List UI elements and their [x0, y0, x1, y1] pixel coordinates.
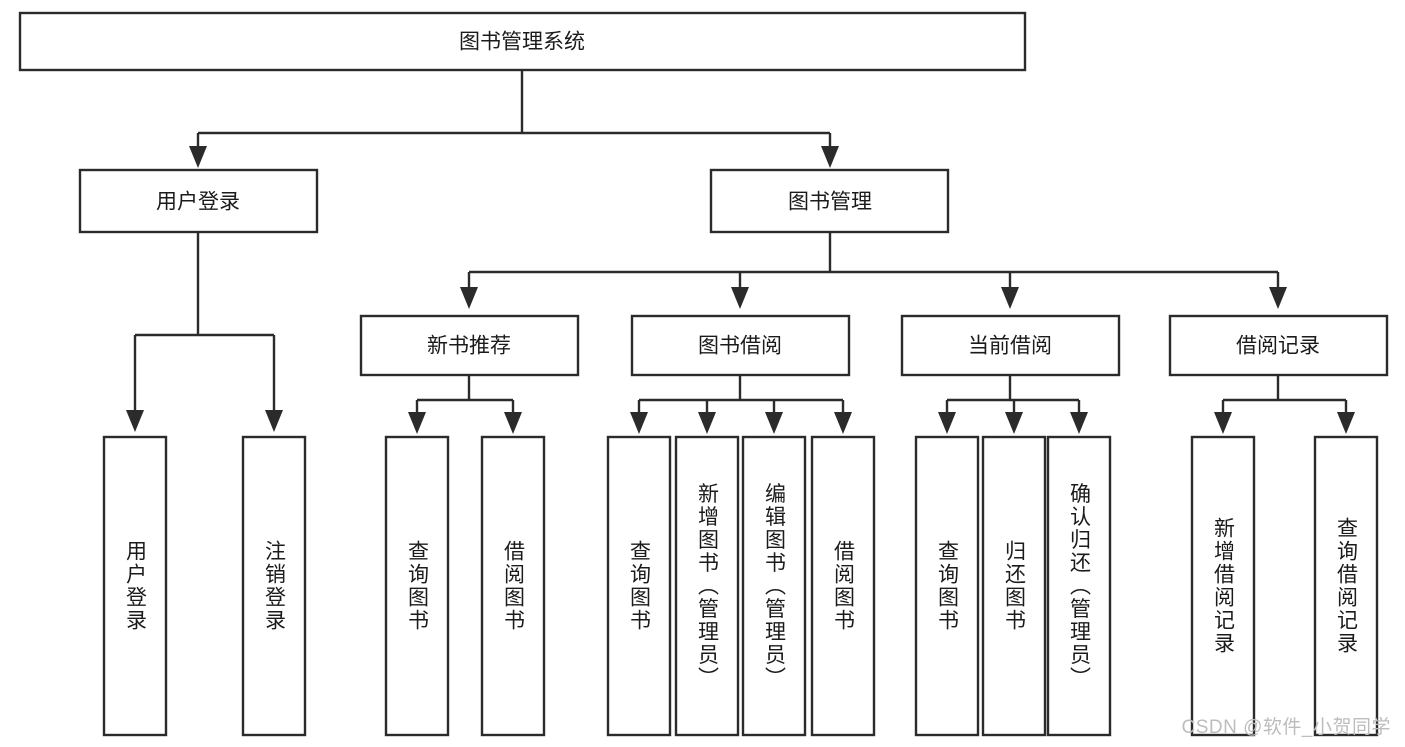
leaf-record-query-label: 查询借阅记录: [1335, 517, 1359, 655]
leaf-user-login[interactable]: 用户登录: [102, 435, 168, 737]
connector-newbook-to-leaves: [415, 375, 515, 412]
arrow-borrowrecord-leaf-2: [1337, 412, 1355, 434]
node-book-borrow[interactable]: 图书借阅: [630, 314, 851, 377]
leaf-borrow-edit-book[interactable]: 编辑图书（管理员）: [741, 435, 807, 737]
connector-bookmgmt-to-level3: [467, 232, 1280, 287]
leaf-borrow-query-book[interactable]: 查询图书: [606, 435, 672, 737]
connector-root-to-level2: [196, 70, 832, 146]
leaf-current-confirm-return-label: 确认归还（管理员）: [1068, 483, 1092, 690]
node-root-system[interactable]: 图书管理系统: [18, 11, 1027, 72]
leaf-current-return-book[interactable]: 归还图书: [981, 435, 1047, 737]
node-root-system-label: 图书管理系统: [459, 31, 585, 54]
node-book-borrow-label: 图书借阅: [698, 335, 782, 358]
leaf-newbook-borrow-book-label: 借阅图书: [502, 540, 526, 632]
leaf-current-confirm-return[interactable]: 确认归还（管理员）: [1046, 435, 1112, 737]
arrow-to-book-borrow: [731, 287, 749, 309]
node-new-book-recommend-label: 新书推荐: [427, 335, 511, 358]
node-new-book-recommend[interactable]: 新书推荐: [359, 314, 580, 377]
leaf-logout[interactable]: 注销登录: [241, 435, 307, 737]
leaf-borrow-borrow-book[interactable]: 借阅图书: [810, 435, 876, 737]
arrow-bookborrow-leaf-1: [630, 412, 648, 434]
arrow-bookborrow-leaf-3: [765, 412, 783, 434]
arrow-bookborrow-leaf-2: [698, 412, 716, 434]
leaf-borrow-add-book-label: 新增图书（管理员）: [696, 483, 720, 690]
leaf-current-query-book-label: 查询图书: [936, 540, 960, 632]
leaf-borrow-query-book-label: 查询图书: [628, 540, 652, 632]
arrow-currentborrow-leaf-3: [1070, 412, 1088, 434]
leaf-record-add-label: 新增借阅记录: [1212, 517, 1236, 655]
leaf-record-query[interactable]: 查询借阅记录: [1313, 435, 1379, 737]
leaf-borrow-edit-book-label: 编辑图书（管理员）: [763, 483, 787, 690]
arrow-to-user-login: [189, 146, 207, 168]
connector-bookborrow-to-leaves: [637, 375, 845, 412]
node-book-management-label: 图书管理: [788, 191, 872, 214]
node-borrow-record-label: 借阅记录: [1236, 335, 1320, 358]
arrow-currentborrow-leaf-1: [938, 412, 956, 434]
leaf-newbook-query-book[interactable]: 查询图书: [384, 435, 450, 737]
node-user-login-label: 用户登录: [156, 191, 240, 214]
arrow-to-borrow-record: [1269, 287, 1287, 309]
leaf-current-query-book[interactable]: 查询图书: [914, 435, 980, 737]
connector-userlogin-to-leaves: [133, 232, 276, 410]
leaf-current-return-book-label: 归还图书: [1003, 540, 1027, 632]
arrow-to-leaf-user-login: [126, 410, 144, 432]
arrow-borrowrecord-leaf-1: [1214, 412, 1232, 434]
node-user-login[interactable]: 用户登录: [78, 168, 319, 234]
arrow-to-book-management: [821, 146, 839, 168]
arrow-newbook-leaf-1: [408, 412, 426, 434]
leaf-record-add[interactable]: 新增借阅记录: [1190, 435, 1256, 737]
node-book-management[interactable]: 图书管理: [709, 168, 950, 234]
arrow-bookborrow-leaf-4: [834, 412, 852, 434]
node-current-borrow[interactable]: 当前借阅: [900, 314, 1121, 377]
leaf-borrow-borrow-book-label: 借阅图书: [832, 540, 856, 632]
arrow-to-current-borrow: [1001, 287, 1019, 309]
leaf-borrow-add-book[interactable]: 新增图书（管理员）: [674, 435, 740, 737]
leaf-newbook-query-book-label: 查询图书: [406, 540, 430, 632]
arrow-to-new-book-recommend: [460, 287, 478, 309]
connector-borrowrecord-to-leaves: [1221, 375, 1348, 412]
connector-currentborrow-to-leaves: [945, 375, 1081, 412]
leaf-newbook-borrow-book[interactable]: 借阅图书: [480, 435, 546, 737]
leaf-logout-label: 注销登录: [263, 540, 287, 632]
arrow-to-leaf-logout: [265, 410, 283, 432]
arrow-newbook-leaf-2: [504, 412, 522, 434]
arrow-currentborrow-leaf-2: [1005, 412, 1023, 434]
node-current-borrow-label: 当前借阅: [968, 335, 1052, 358]
leaf-user-login-label: 用户登录: [124, 540, 148, 632]
node-borrow-record[interactable]: 借阅记录: [1168, 314, 1389, 377]
